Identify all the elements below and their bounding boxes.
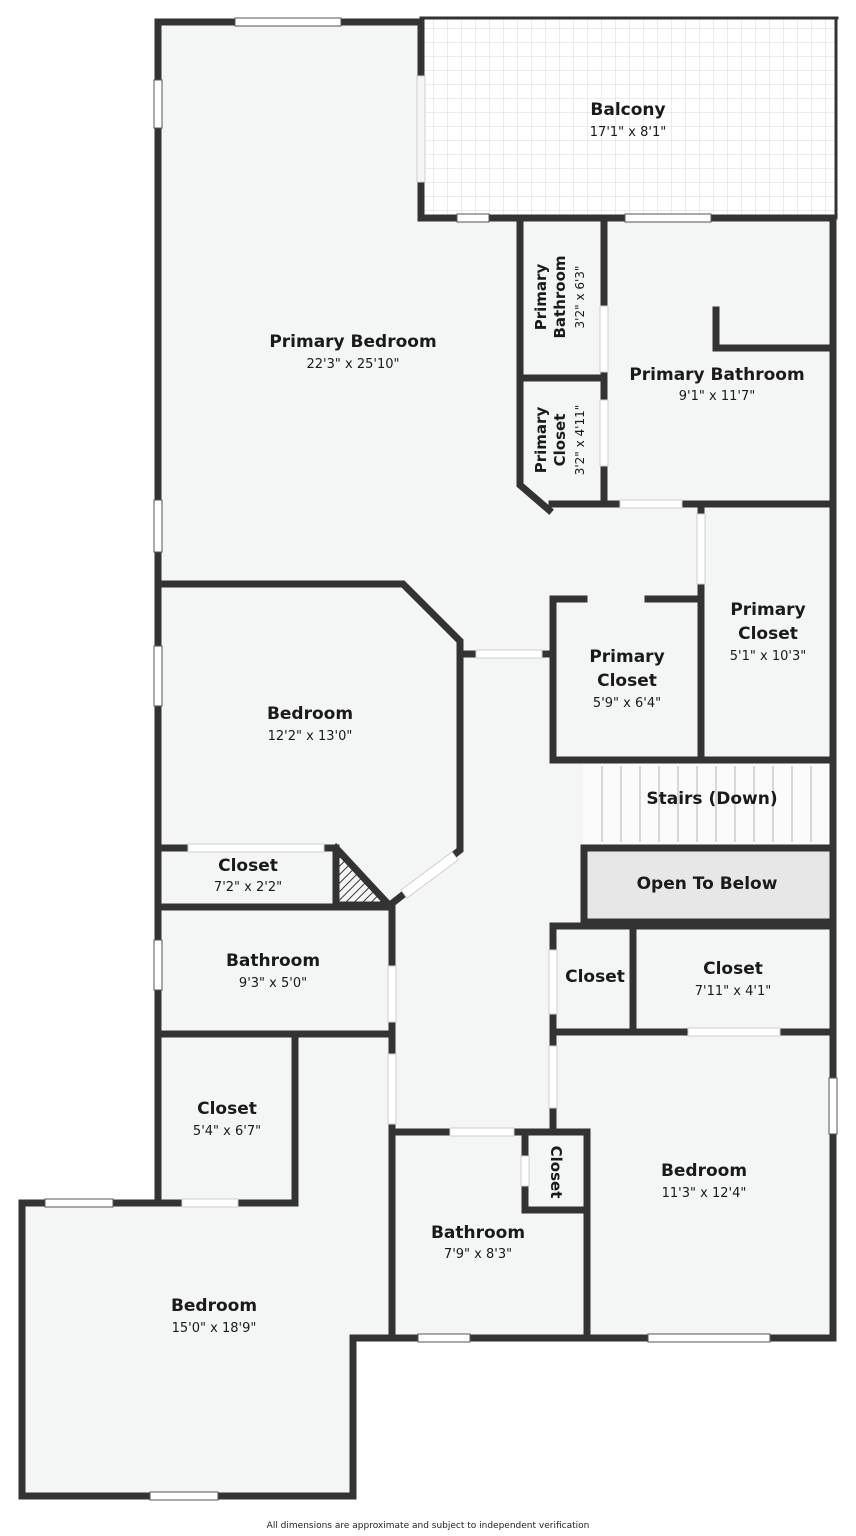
room-dimensions: 9'1" x 11'7" xyxy=(679,389,755,404)
bathroom-left-room: Bathroom 9'3" x 5'0" xyxy=(226,951,320,991)
bathroom-bottom-room: Bathroom 7'9" x 8'3" xyxy=(431,1223,525,1262)
room-name: Closet xyxy=(565,967,625,987)
room-name: Bathroom xyxy=(226,951,320,971)
room-dimensions: 22'3" x 25'10" xyxy=(307,357,400,372)
room-name: Bedroom xyxy=(267,704,353,724)
stairs-treads xyxy=(583,764,831,844)
room-labels: Balcony 17'1" x 8'1" Primary Bedroom 22'… xyxy=(171,100,806,1336)
room-name-line2: Closet xyxy=(738,624,798,644)
bedroom-right-room: Bedroom 11'3" x 12'4" xyxy=(661,1161,747,1201)
windows xyxy=(44,17,838,1501)
bedroom-left-room: Bedroom 12'2" x 13'0" xyxy=(267,704,353,744)
room-name: Balcony xyxy=(590,100,665,120)
primary-closet-mid-room: Primary Closet 5'9" x 6'4" xyxy=(589,647,664,711)
room-name-line2: Closet xyxy=(597,671,657,691)
room-dimensions: 3'2" x 6'3" xyxy=(573,266,587,329)
room-name: Closet xyxy=(703,959,763,979)
door-openings xyxy=(181,75,781,1208)
main-floor xyxy=(22,22,833,1496)
closet-left-room: Closet 7'2" x 2'2" xyxy=(214,856,282,895)
room-name: Bedroom xyxy=(171,1296,257,1316)
room-name-line2: Closet xyxy=(551,414,569,467)
disclaimer-text: All dimensions are approximate and subje… xyxy=(266,1521,590,1531)
room-dimensions: 5'1" x 10'3" xyxy=(730,649,806,664)
closet-mid-small-room: Closet xyxy=(565,967,625,987)
closet-right-room: Closet 7'11" x 4'1" xyxy=(695,959,771,999)
room-dimensions: 7'9" x 8'3" xyxy=(444,1247,512,1262)
room-name-line1: Primary xyxy=(589,647,664,667)
open-to-below-area: Open To Below xyxy=(637,874,778,894)
primary-bathroom-room: Primary Bathroom 9'1" x 11'7" xyxy=(629,365,804,404)
room-dimensions: 17'1" x 8'1" xyxy=(590,125,666,140)
room-dimensions: 9'3" x 5'0" xyxy=(239,976,307,991)
room-name-line1: Primary xyxy=(532,264,550,331)
room-name: Bathroom xyxy=(431,1223,525,1243)
room-name: Stairs (Down) xyxy=(646,789,777,809)
bedroom-bottom-room: Bedroom 15'0" x 18'9" xyxy=(171,1296,257,1336)
room-dimensions: 7'2" x 2'2" xyxy=(214,880,282,895)
room-name-line1: Primary xyxy=(532,407,550,474)
primary-bathroom-small-room: Primary Bathroom 3'2" x 6'3" xyxy=(532,255,587,338)
balcony-room: Balcony 17'1" x 8'1" xyxy=(590,100,666,140)
primary-bedroom-room: Primary Bedroom 22'3" x 25'10" xyxy=(269,332,436,372)
closet-lower-left-room: Closet 5'4" x 6'7" xyxy=(193,1099,261,1139)
room-dimensions: 15'0" x 18'9" xyxy=(172,1321,257,1336)
room-name: Primary Bathroom xyxy=(629,365,804,385)
balcony-floor xyxy=(421,18,837,216)
room-name: Closet xyxy=(547,1146,565,1199)
room-dimensions: 11'3" x 12'4" xyxy=(662,1186,747,1201)
primary-closet-right-room: Primary Closet 5'1" x 10'3" xyxy=(730,600,806,664)
open-to-below-floor xyxy=(584,848,831,922)
room-dimensions: 5'4" x 6'7" xyxy=(193,1124,261,1139)
room-dimensions: 5'9" x 6'4" xyxy=(593,696,661,711)
room-name-line1: Primary xyxy=(730,600,805,620)
room-name: Closet xyxy=(197,1099,257,1119)
primary-closet-small-room: Primary Closet 3'2" x 4'11" xyxy=(532,405,587,476)
room-name: Open To Below xyxy=(637,874,778,894)
room-dimensions: 7'11" x 4'1" xyxy=(695,984,771,999)
closet-vertical-room: Closet xyxy=(547,1146,565,1199)
room-dimensions: 3'2" x 4'11" xyxy=(573,405,587,476)
room-name: Bedroom xyxy=(661,1161,747,1181)
room-dimensions: 12'2" x 13'0" xyxy=(268,729,353,744)
room-name: Primary Bedroom xyxy=(269,332,436,352)
room-name-line2: Bathroom xyxy=(551,255,569,338)
floor-areas xyxy=(22,18,837,1496)
stairs-area: Stairs (Down) xyxy=(646,789,777,809)
room-name: Closet xyxy=(218,856,278,876)
